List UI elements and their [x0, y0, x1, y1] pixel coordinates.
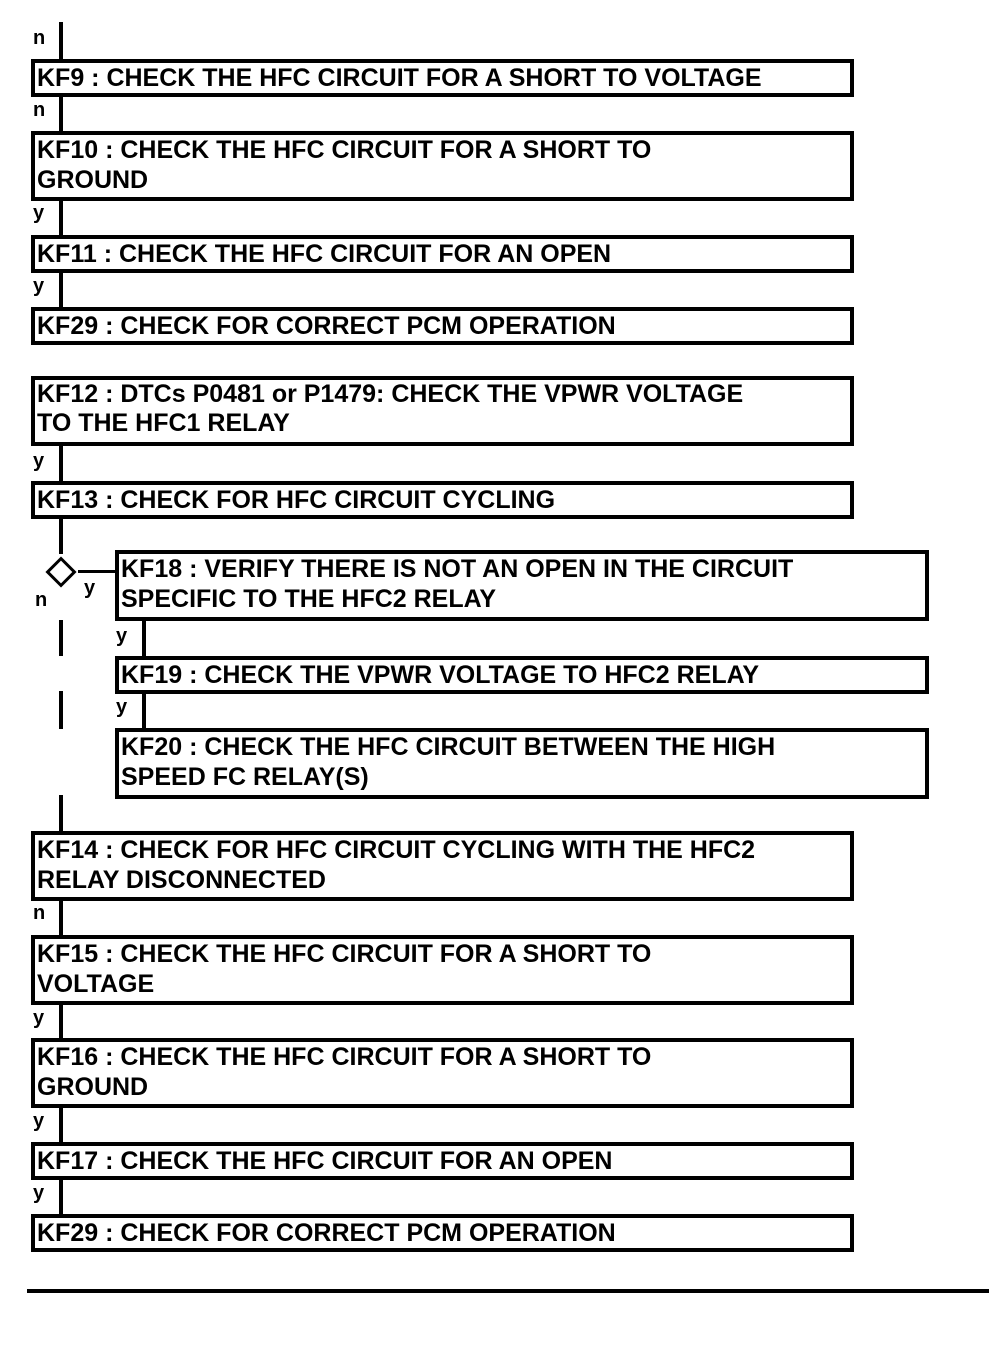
connector-kf10-kf11: [59, 200, 63, 236]
label-kf10-kf11: y: [33, 202, 45, 224]
label-kf14-kf15: n: [33, 902, 46, 924]
bottom-rule: [27, 1289, 989, 1293]
connector-decision-kf18: [78, 570, 116, 573]
connector-kf13-decision: [59, 518, 63, 554]
connector-no-segment-1: [59, 620, 63, 656]
label-kf17-kf29: y: [33, 1182, 45, 1204]
step-kf10: KF10 : CHECK THE HFC CIRCUIT FOR A SHORT…: [31, 131, 854, 201]
step-kf15: KF15 : CHECK THE HFC CIRCUIT FOR A SHORT…: [31, 935, 854, 1005]
label-kf11-kf29: y: [33, 275, 45, 297]
label-kf12-kf13: y: [33, 450, 45, 472]
label-top-n: n: [33, 27, 46, 49]
step-kf17: KF17 : CHECK THE HFC CIRCUIT FOR AN OPEN: [31, 1142, 854, 1180]
label-kf15-kf16: y: [33, 1007, 45, 1029]
label-kf18-kf19: y: [116, 625, 128, 647]
step-kf29-second: KF29 : CHECK FOR CORRECT PCM OPERATION: [31, 1214, 854, 1252]
step-kf18: KF18 : VERIFY THERE IS NOT AN OPEN IN TH…: [115, 550, 929, 621]
connector-kf17-kf29: [59, 1179, 63, 1215]
connector-kf9-kf10: [59, 96, 63, 132]
step-kf13: KF13 : CHECK FOR HFC CIRCUIT CYCLING: [31, 481, 854, 519]
step-kf11: KF11 : CHECK THE HFC CIRCUIT FOR AN OPEN: [31, 235, 854, 273]
connector-kf14-kf15: [59, 900, 63, 936]
step-kf12: KF12 : DTCs P0481 or P1479: CHECK THE VP…: [31, 376, 854, 446]
connector-no-segment-3: [59, 795, 63, 832]
connector-kf18-kf19: [142, 620, 146, 657]
step-kf19: KF19 : CHECK THE VPWR VOLTAGE TO HFC2 RE…: [115, 656, 929, 694]
label-kf9-kf10: n: [33, 99, 46, 121]
step-kf16: KF16 : CHECK THE HFC CIRCUIT FOR A SHORT…: [31, 1038, 854, 1108]
step-kf29-first: KF29 : CHECK FOR CORRECT PCM OPERATION: [31, 307, 854, 345]
connector-kf12-kf13: [59, 445, 63, 482]
connector-kf19-kf20: [142, 693, 146, 729]
connector-no-segment-2: [59, 691, 63, 729]
label-decision-no: n: [35, 589, 48, 611]
step-kf20: KF20 : CHECK THE HFC CIRCUIT BETWEEN THE…: [115, 728, 929, 799]
connector-kf11-kf29: [59, 272, 63, 308]
label-kf16-kf17: y: [33, 1110, 45, 1132]
step-kf14: KF14 : CHECK FOR HFC CIRCUIT CYCLING WIT…: [31, 831, 854, 901]
label-decision-yes: y: [84, 577, 96, 599]
connector-kf16-kf17: [59, 1107, 63, 1143]
label-kf19-kf20: y: [116, 696, 128, 718]
connector-kf15-kf16: [59, 1004, 63, 1039]
decision-diamond: [45, 556, 77, 588]
step-kf9: KF9 : CHECK THE HFC CIRCUIT FOR A SHORT …: [31, 59, 854, 97]
connector-top: [59, 22, 63, 60]
